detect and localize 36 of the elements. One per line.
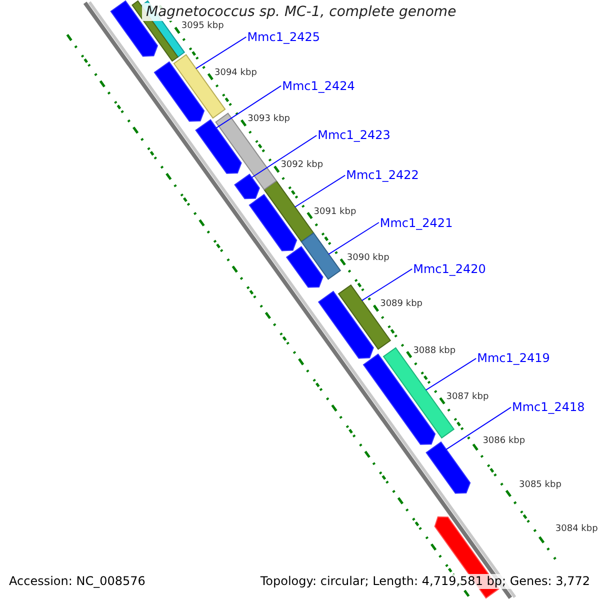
- gene-block: [318, 290, 374, 359]
- position-label: 3091 kbp: [314, 206, 356, 218]
- leader-line: [361, 268, 413, 302]
- gene-block: [362, 354, 436, 445]
- gene-block: [426, 441, 471, 494]
- gene-block: [234, 174, 260, 200]
- gene-block: [300, 232, 342, 280]
- position-label: 3086 kbp: [482, 436, 526, 447]
- position-label: 3089 kbp: [380, 299, 422, 310]
- position-label: 3084 kbp: [555, 524, 598, 535]
- gene-label: Mmc1_2418: [512, 399, 585, 416]
- leader-line: [196, 36, 247, 70]
- gene-block: [154, 61, 205, 122]
- position-label: 3088 kbp: [413, 346, 456, 357]
- leader-line: [251, 134, 318, 178]
- gene-block: [248, 194, 298, 252]
- position-label: 3092 kbp: [280, 160, 324, 172]
- position-label: 3094 kbp: [214, 68, 257, 79]
- gene-block: [286, 246, 324, 288]
- leader-line: [328, 222, 380, 255]
- gene-label: Mmc1_2419: [477, 350, 550, 366]
- leader-line: [446, 406, 512, 450]
- position-label: 3095 kbp: [181, 21, 224, 32]
- position-label: 3093 kbp: [248, 114, 290, 125]
- position-label: 3087 kbp: [446, 392, 489, 403]
- gene-block: [195, 119, 242, 174]
- position-label: 3090 kbp: [346, 253, 390, 264]
- position-label: 3085 kbp: [519, 480, 562, 491]
- genome-info-text: Topology: circular; Length: 4,719,581 bp; Genes: 3,772: [260, 574, 590, 589]
- leader-line: [216, 85, 282, 128]
- leader-line: [294, 174, 346, 208]
- gene-label: Mmc1_2423: [318, 127, 390, 144]
- leader-line: [425, 358, 477, 391]
- accession-text: Accession: NC_008576: [9, 574, 146, 589]
- gene-label: Mmc1_2422: [346, 167, 419, 184]
- gene-block: [263, 180, 314, 242]
